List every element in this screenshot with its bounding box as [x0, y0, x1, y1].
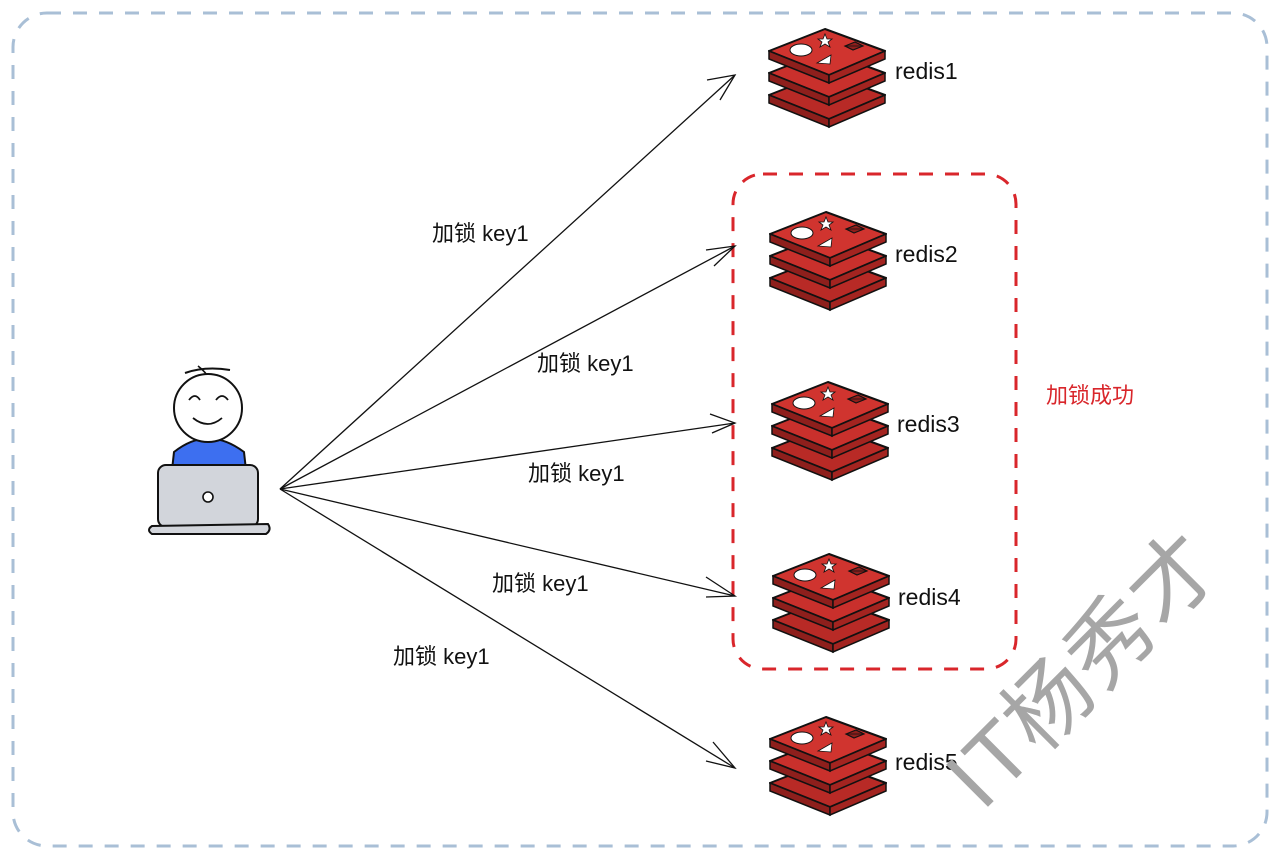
edge-label-redis2: 加锁 key1 — [537, 351, 634, 376]
node-label-redis3: redis3 — [897, 411, 960, 437]
edges — [279, 74, 738, 770]
redis5-icon — [769, 716, 887, 816]
edge-redis3 — [279, 422, 736, 490]
edge-redis4 — [279, 488, 736, 597]
edge-label-redis3: 加锁 key1 — [528, 461, 625, 486]
node-label-redis5: redis5 — [895, 749, 958, 775]
edge-redis1 — [279, 74, 736, 490]
arrowhead-redis4 — [705, 576, 738, 598]
redis3-icon — [771, 381, 889, 481]
outer-frame — [11, 11, 1269, 848]
arrowhead-redis5 — [705, 741, 737, 770]
edge-redis5 — [279, 488, 736, 769]
node-label-redis2: redis2 — [895, 241, 958, 267]
edge-label-redis5: 加锁 key1 — [393, 644, 490, 669]
arrowhead-redis2 — [705, 245, 737, 267]
edge-label-redis4: 加锁 key1 — [492, 571, 589, 596]
redis4-icon — [772, 553, 890, 653]
user-laptop-icon — [148, 365, 271, 535]
node-label-redis1: redis1 — [895, 58, 958, 84]
edge-label-redis1: 加锁 key1 — [432, 221, 529, 246]
node-label-redis4: redis4 — [898, 584, 961, 610]
redis2-icon — [769, 211, 887, 311]
arrowhead-redis1 — [706, 74, 737, 101]
success-group-label: 加锁成功 — [1046, 383, 1135, 408]
edge-redis2 — [279, 245, 736, 490]
arrowhead-redis3 — [709, 413, 737, 434]
success-group-frame — [731, 172, 1018, 671]
redis1-icon — [768, 28, 886, 128]
